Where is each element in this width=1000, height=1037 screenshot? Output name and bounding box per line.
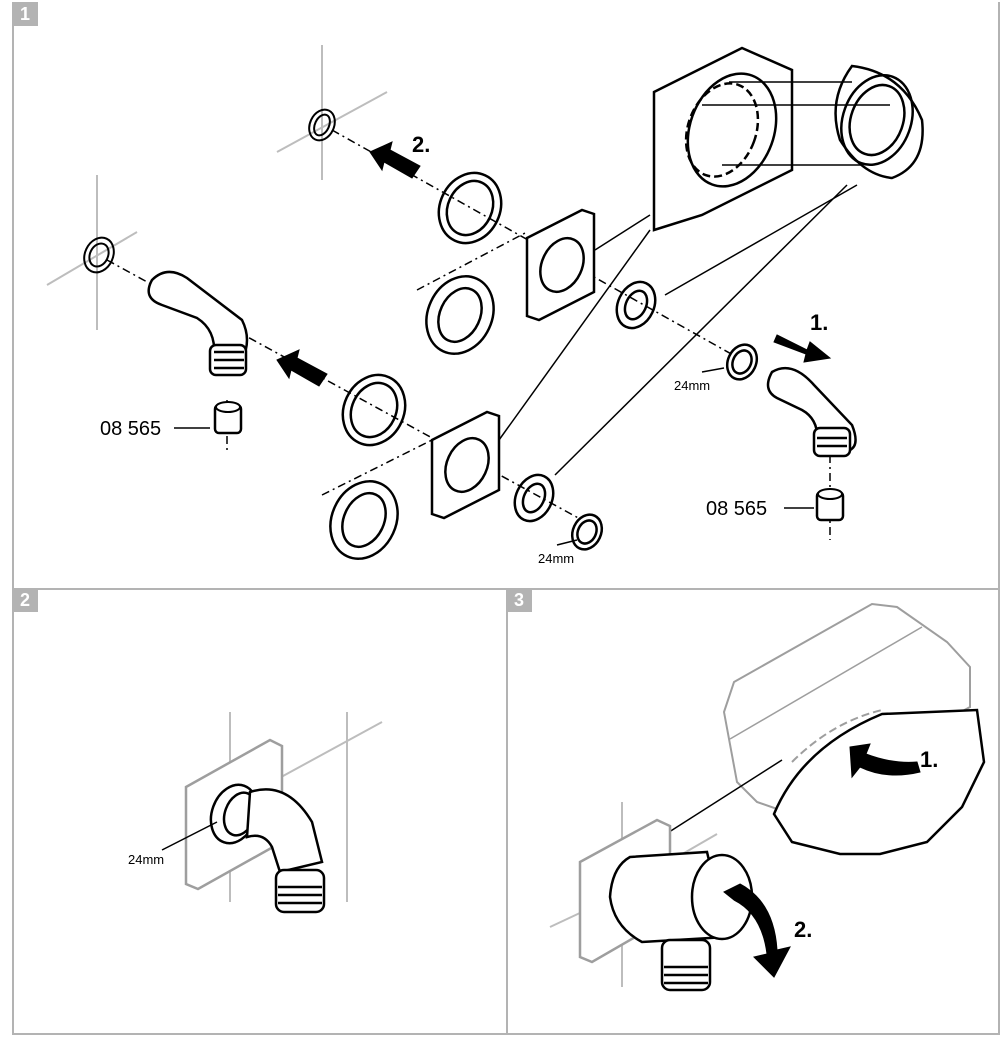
detail-cover-plate [772, 708, 986, 856]
direction-arrow-step-1 [773, 334, 832, 363]
step-number-badge: 3 [506, 588, 532, 612]
step-2-label: 2. [412, 132, 430, 157]
elbow-fitting-right [766, 366, 857, 458]
step-number-badge: 1 [12, 2, 38, 26]
direction-arrow-step-2 [276, 141, 421, 387]
hex-nut [570, 343, 759, 551]
square-rosette [430, 208, 596, 520]
wrench-size-label: 24mm [538, 551, 574, 566]
step-1-label: 1. [920, 747, 938, 772]
rosette-washer [329, 275, 495, 560]
elbow-fitting [209, 783, 326, 914]
split-ring [341, 171, 503, 447]
wall-opening-left [83, 236, 115, 274]
rotation-arrow-step-2 [723, 883, 791, 978]
adapter-ring-detail [834, 64, 924, 180]
flow-restrictor-left [213, 401, 243, 435]
wrench-size-label: 24mm [128, 852, 164, 867]
wall-tile-grid [46, 45, 388, 330]
part-number-label: 08 565 [706, 498, 767, 520]
step-panel-3: 3 1. 2. [506, 588, 1000, 1035]
installed-fitting-diagram: 24mm [128, 712, 383, 914]
rotation-arrow-step-1 [849, 743, 921, 779]
step-panel-2: 2 24mm [12, 588, 508, 1035]
wrench-size-label: 24mm [674, 378, 710, 393]
elbow-fitting-left [147, 270, 249, 377]
step-number-badge: 2 [12, 588, 38, 612]
part-number-label: 08 565 [100, 418, 161, 440]
wall-connection-elbow [608, 850, 754, 992]
hose-connection-diagram: 1. 2. [549, 602, 986, 992]
step-2-label: 2. [794, 917, 812, 942]
exploded-assembly-diagram: 08 565 2. [46, 45, 924, 566]
callout-lines [498, 81, 890, 476]
step-1-label: 1. [810, 310, 828, 335]
detail-wall-view [722, 602, 971, 812]
mounting-ring [513, 280, 657, 523]
flow-restrictor-right [815, 488, 845, 522]
step-panel-1: 1 [12, 2, 1000, 590]
square-rosette-large [652, 46, 794, 232]
